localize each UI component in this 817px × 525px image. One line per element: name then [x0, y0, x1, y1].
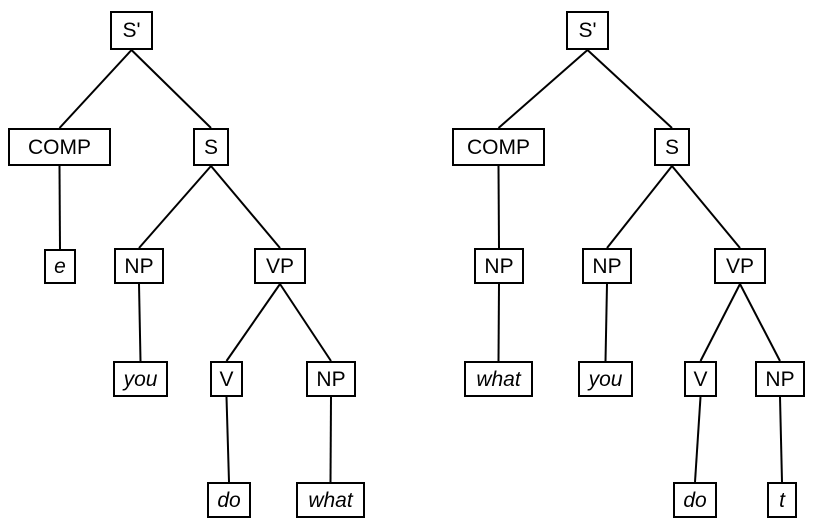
tree-edge: [497, 165, 500, 249]
tree-edge: [606, 165, 673, 249]
tree-edge: [671, 165, 741, 249]
tree-edge: [329, 396, 332, 483]
tree-edge: [699, 283, 741, 362]
tree-node-l-vp: VP: [254, 248, 306, 284]
tree-node-l-do: do: [207, 482, 251, 518]
tree-node-r-sbar: S': [566, 11, 609, 50]
tree-node-r-s: S: [654, 128, 690, 166]
tree-node-l-sbar: S': [110, 11, 153, 50]
tree-node-r-do: do: [673, 482, 717, 518]
tree-node-r-vp: VP: [714, 248, 766, 284]
tree-node-l-v: V: [210, 361, 243, 397]
tree-node-r-comp: COMP: [452, 128, 545, 166]
tree-edge: [58, 49, 133, 129]
tree-edge: [130, 49, 212, 129]
tree-node-l-np1: NP: [114, 248, 164, 284]
tree-node-r-np1: NP: [582, 248, 632, 284]
tree-node-l-you: you: [113, 361, 168, 397]
tree-edge: [225, 396, 230, 483]
tree-node-r-np0: NP: [474, 248, 524, 284]
tree-node-l-what: what: [296, 482, 365, 518]
tree-node-l-s: S: [193, 128, 229, 166]
tree-node-r-you: you: [578, 361, 633, 397]
tree-edge: [779, 396, 783, 483]
tree-node-l-comp: COMP: [8, 128, 111, 166]
tree-node-l-np2: NP: [306, 361, 356, 397]
tree-edge: [279, 283, 332, 362]
tree-edge: [138, 165, 212, 249]
tree-edge: [604, 283, 608, 362]
tree-node-r-np2: NP: [755, 361, 805, 397]
tree-edge: [210, 165, 281, 249]
tree-node-l-e: e: [44, 249, 76, 284]
tree-edge: [586, 49, 673, 129]
tree-edge: [497, 49, 589, 129]
tree-edge: [694, 396, 702, 483]
tree-edge: [225, 283, 281, 362]
tree-node-r-t: t: [767, 482, 797, 518]
tree-edge: [739, 283, 781, 362]
tree-edge: [497, 283, 500, 362]
tree-edge: [58, 165, 61, 250]
tree-node-r-v: V: [684, 361, 717, 397]
tree-node-r-what: what: [464, 361, 533, 397]
tree-edge: [138, 283, 142, 362]
